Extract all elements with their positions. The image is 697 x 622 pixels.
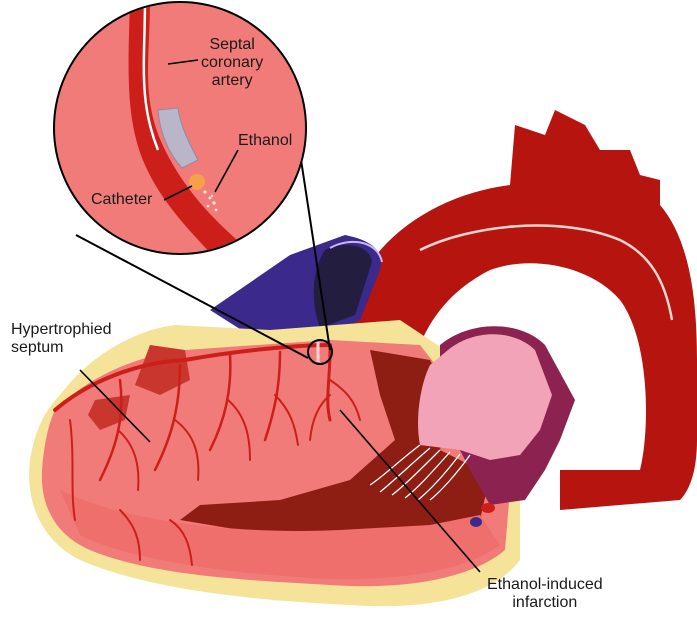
catheter-label: Catheter — [91, 191, 152, 209]
infarct-label-line2: infarction — [487, 594, 603, 612]
septal-coronary-artery-label: Septal coronary artery — [201, 36, 263, 90]
hyper-label-line1: Hypertrophied — [11, 321, 112, 339]
coronary-artery-dot — [481, 503, 495, 513]
hyper-label-line2: septum — [11, 339, 112, 357]
ethanol-induced-infarction-label: Ethanol-induced infarction — [487, 576, 603, 612]
infarct-label-line1: Ethanol-induced — [487, 576, 603, 594]
septal-label-line3: artery — [201, 72, 263, 90]
hypertrophied-septum-label: Hypertrophied septum — [11, 321, 112, 357]
septal-label-line1: Septal — [201, 36, 263, 54]
ethanol-label: Ethanol — [238, 132, 292, 150]
septal-label-line2: coronary — [201, 54, 263, 72]
coronary-vein-dot — [470, 517, 482, 527]
inset-catheter-tip — [189, 174, 205, 190]
